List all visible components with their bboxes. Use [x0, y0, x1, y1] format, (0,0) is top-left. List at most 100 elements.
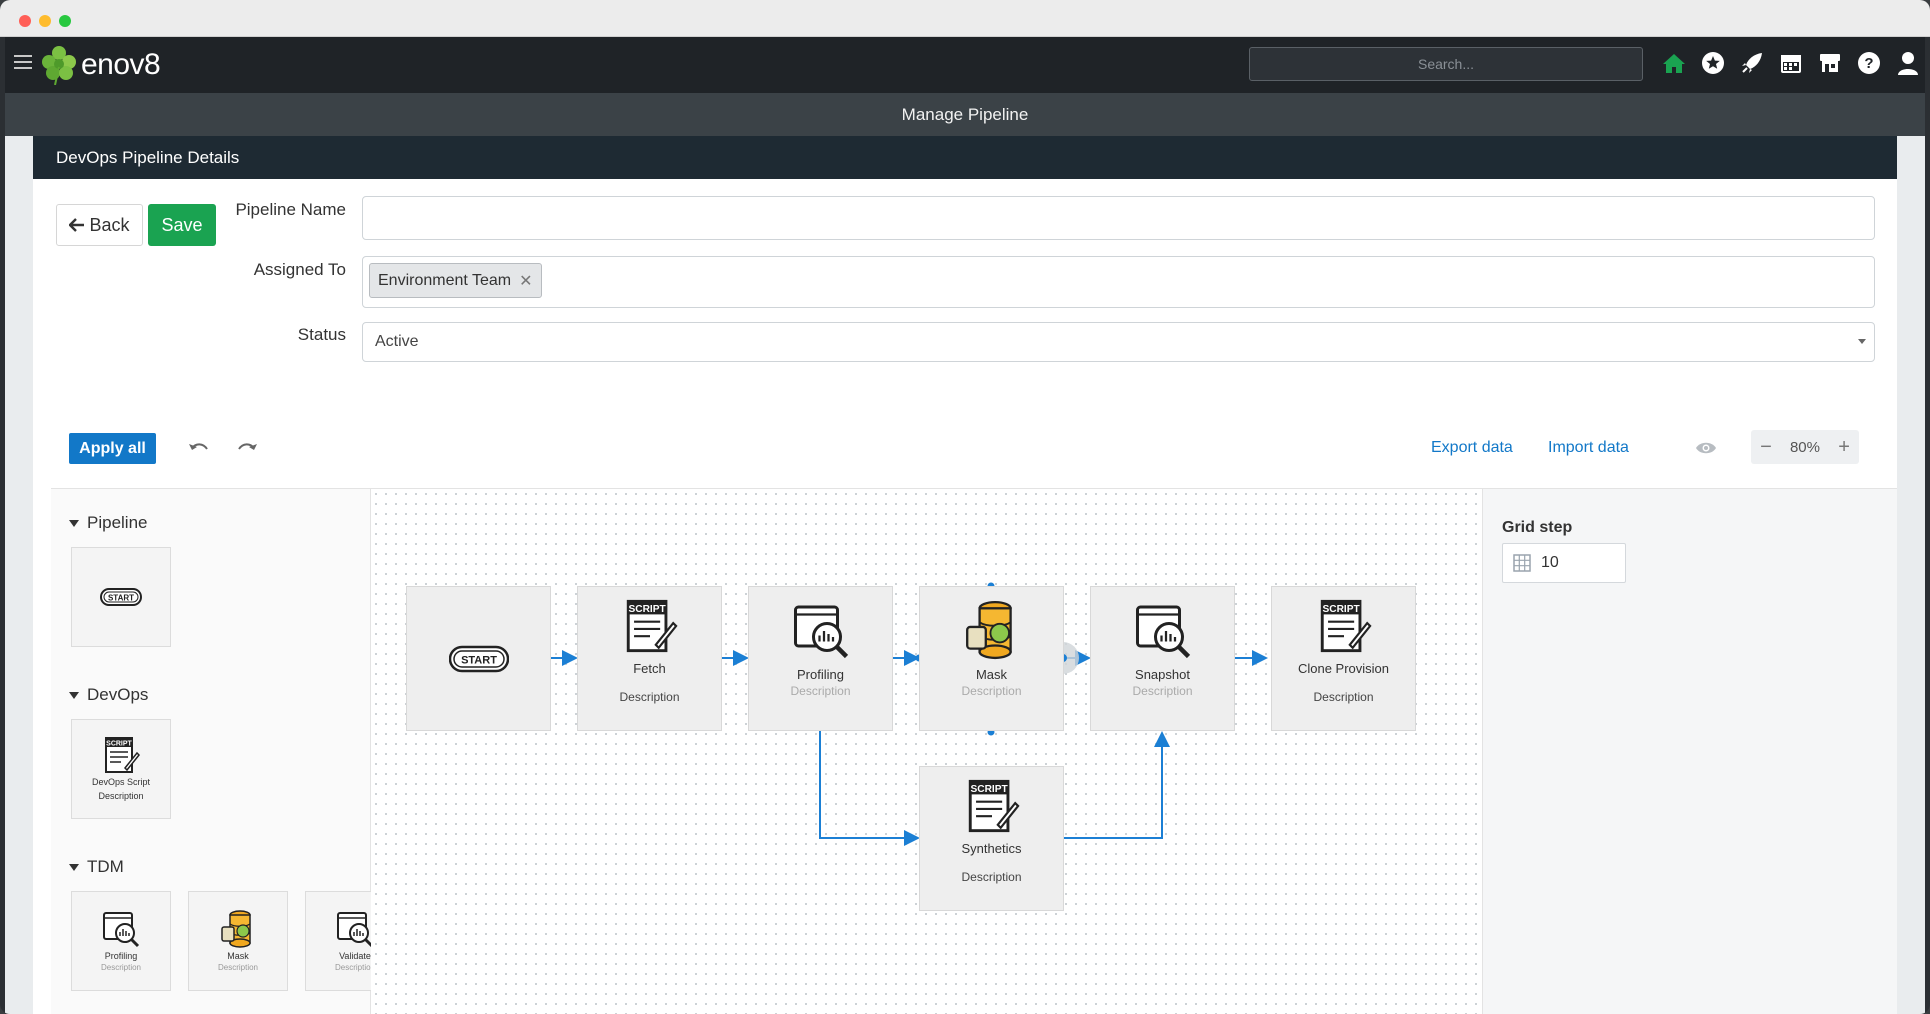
grid-step-value: 10: [1541, 554, 1559, 571]
node-desc: Description: [1313, 690, 1374, 704]
profiling-icon: [793, 605, 848, 659]
node-desc: Description: [790, 684, 851, 698]
import-data-link[interactable]: Import data: [1548, 439, 1629, 456]
node-label: Fetch: [633, 661, 666, 676]
palette-item-mask[interactable]: Mask Description: [188, 891, 288, 991]
palette-item-profiling[interactable]: Profiling Description: [71, 891, 171, 991]
palette-item-devops-script[interactable]: SCRIPT DevOps Script Description: [71, 719, 171, 819]
pipeline-canvas[interactable]: START SCRIPT Fetch Description Profiling…: [371, 488, 1482, 1014]
back-button-label: Back: [89, 214, 130, 235]
pipeline-name-label: Pipeline Name: [235, 200, 346, 219]
assigned-to-label: Assigned To: [253, 260, 346, 279]
svg-text:SCRIPT: SCRIPT: [1322, 604, 1360, 615]
node-label: Profiling: [797, 667, 844, 682]
profiling-icon: [103, 912, 140, 948]
palette-item-label: DevOps Script: [91, 777, 151, 787]
node-profiling[interactable]: Profiling Description: [748, 586, 893, 731]
palette-item-start[interactable]: START: [71, 547, 171, 647]
grid-step-label: Grid step: [1502, 519, 1573, 536]
node-desc: Description: [961, 684, 1022, 698]
caret-down-icon: [69, 691, 79, 699]
window-titlebar: [0, 0, 1930, 37]
status-label: Status: [297, 325, 346, 344]
node-desc: Description: [1132, 684, 1193, 698]
palette-group-devops[interactable]: DevOps: [69, 685, 148, 705]
search-input[interactable]: Search...: [1249, 47, 1643, 81]
star-icon[interactable]: [1700, 49, 1726, 77]
back-button[interactable]: Back: [56, 204, 143, 246]
script-icon: SCRIPT: [626, 599, 678, 653]
grid-icon: [1513, 554, 1531, 572]
caret-down-icon: [69, 519, 79, 527]
palette-item-desc: Description: [98, 791, 144, 801]
remove-tag-icon[interactable]: ✕: [519, 272, 533, 290]
script-icon: SCRIPT: [105, 737, 141, 773]
start-icon: START: [448, 645, 509, 672]
start-node-label: START: [461, 654, 497, 666]
connector-lines: [551, 582, 1268, 846]
pipeline-name-input[interactable]: [362, 196, 1875, 240]
maximize-window-button[interactable]: [59, 15, 71, 27]
node-clone-provision[interactable]: SCRIPT Clone Provision Description: [1271, 586, 1416, 731]
close-window-button[interactable]: [19, 15, 31, 27]
node-desc: Description: [961, 870, 1022, 884]
hamburger-menu-icon[interactable]: [14, 55, 32, 69]
dropdown-arrow-icon: [1858, 339, 1866, 344]
node-snapshot[interactable]: Snapshot Description: [1090, 586, 1235, 731]
validate-icon: [337, 912, 374, 948]
mask-database-icon: [221, 910, 251, 948]
apply-all-button[interactable]: Apply all: [69, 433, 156, 464]
user-icon[interactable]: [1895, 49, 1921, 77]
node-desc: Description: [619, 690, 680, 704]
grid-step-input[interactable]: 10: [1502, 543, 1626, 583]
rocket-icon[interactable]: [1739, 49, 1765, 77]
palette-item-desc: Description: [334, 963, 375, 972]
script-icon: SCRIPT: [1320, 599, 1372, 653]
script-icon: SCRIPT: [968, 779, 1020, 833]
zoom-in-button[interactable]: +: [1838, 435, 1850, 458]
start-icon: START: [100, 588, 142, 606]
connector-synthetics-snapshot[interactable]: [1064, 731, 1170, 839]
pipeline-details-card: DevOps Pipeline Details Back Save Pipeli…: [33, 136, 1897, 1014]
component-palette: Pipeline START DevOps SCRIPT DevOps Scri…: [51, 488, 405, 1014]
zoom-level: 80%: [1789, 438, 1820, 456]
export-data-link[interactable]: Export data: [1431, 439, 1513, 456]
node-label: Mask: [975, 667, 1008, 682]
mask-database-icon: [965, 600, 1012, 660]
status-value: Active: [375, 333, 419, 350]
store-icon[interactable]: [1817, 49, 1843, 77]
assigned-to-field[interactable]: Environment Team ✕: [362, 256, 1875, 308]
palette-group-pipeline[interactable]: Pipeline: [69, 513, 148, 533]
calendar-icon[interactable]: [1778, 49, 1804, 77]
status-select[interactable]: Active: [362, 322, 1875, 362]
node-fetch[interactable]: SCRIPT Fetch Description: [577, 586, 722, 731]
brand-logo[interactable]: enov8: [41, 45, 161, 85]
save-button[interactable]: Save: [148, 204, 216, 246]
connector-profiling-synthetics[interactable]: [819, 731, 920, 846]
node-start[interactable]: START: [406, 586, 551, 731]
start-icon-label: START: [108, 594, 134, 603]
node-mask[interactable]: Mask Description: [919, 586, 1064, 731]
palette-item-label: Validate: [339, 951, 371, 961]
caret-down-icon: [69, 863, 79, 871]
assigned-tag-label: Environment Team: [378, 271, 512, 289]
card-title: DevOps Pipeline Details: [33, 136, 1897, 179]
minimize-window-button[interactable]: [39, 15, 51, 27]
node-label: Clone Provision: [1297, 661, 1390, 676]
palette-group-tdm[interactable]: TDM: [69, 857, 124, 877]
home-icon[interactable]: [1661, 49, 1687, 77]
top-navbar: enov8 Search... ?: [5, 37, 1925, 93]
palette-group-title: TDM: [87, 857, 124, 876]
page-title: Manage Pipeline: [5, 93, 1925, 136]
undo-icon[interactable]: [187, 436, 211, 460]
zoom-out-button[interactable]: −: [1760, 435, 1772, 458]
node-synthetics[interactable]: SCRIPT Synthetics Description: [919, 766, 1064, 911]
palette-item-desc: Description: [100, 963, 141, 972]
help-icon[interactable]: ?: [1856, 49, 1882, 77]
redo-icon[interactable]: [235, 436, 259, 460]
arrow-left-icon: [69, 218, 85, 232]
eye-icon[interactable]: [1694, 436, 1718, 460]
svg-text:?: ?: [1864, 55, 1873, 72]
snapshot-icon: [1135, 605, 1190, 659]
svg-text:SCRIPT: SCRIPT: [628, 604, 666, 615]
